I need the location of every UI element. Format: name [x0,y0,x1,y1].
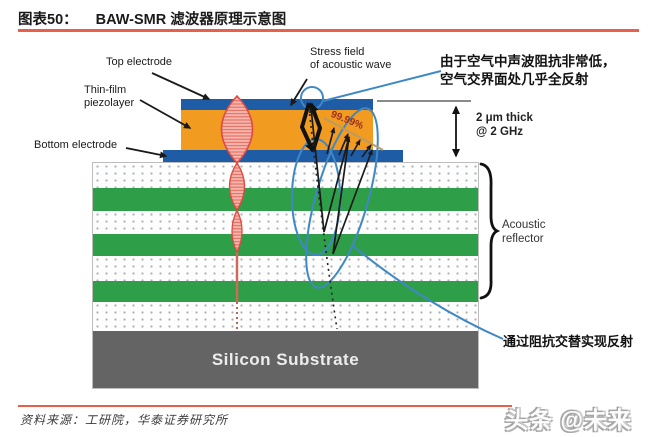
figure-number: 图表50： [18,12,78,28]
source-rule [18,405,512,407]
thickness-label-line2: @ 2 GHz [476,126,523,138]
acoustic-reflector-label-line1: Acoustic [502,219,546,231]
acoustic-reflector-label-line2: reflector [502,233,544,245]
figure-header: 图表50： BAW-SMR 滤波器原理示意图 [18,8,286,29]
air-note-callout-line [322,70,442,102]
reflector-high-impedance-layer [93,234,478,256]
source-text: 资料来源：工研院，华泰证券研究所 [20,413,229,427]
thickness-dimension [377,100,471,158]
reflector-high-impedance-layer [93,188,478,211]
piezolayer-label-line1: Thin-film [84,84,127,96]
air-reflection-note-line2: 空气交界面处几乎全反射 [440,71,589,87]
reflector-high-impedance-layer [93,281,478,302]
reflector-low-impedance-layer [93,256,478,281]
stress-field-label-line1: Stress field [310,46,365,58]
reflector-brace [479,162,501,300]
substrate-label: Silicon Substrate [211,349,360,369]
air-reflection-note: 由于空气中声波阻抗非常低， 空气交界面处几乎全反射 [440,53,616,88]
page-title: BAW-SMR 滤波器原理示意图 [95,12,287,28]
acoustic-reflector-label: Acoustic reflector [502,218,545,246]
reflector-low-impedance-layer [93,302,478,331]
acoustic-reflector-stack: Silicon Substrate [92,162,479,389]
top-electrode-arrow [151,72,211,100]
piezolayer-label: Thin-film piezolayer [84,84,134,110]
bottom-electrode-layer [163,150,403,162]
piezolayer-label-line2: piezolayer [84,97,135,109]
bottom-electrode-arrow [125,147,168,159]
thickness-label-line1: 2 μm thick [476,112,533,124]
top-electrode-label: Top electrode [106,56,173,68]
air-reflection-note-line1: 由于空气中声波阻抗非常低， [440,54,616,69]
reflector-low-impedance-layer [93,163,478,188]
watermark: 头条 @未来智库 [505,407,632,433]
impedance-alternation-note: 通过阻抗交替实现反射 [503,334,634,349]
bottom-electrode-label: Bottom electrode [34,139,118,151]
top-electrode-layer [181,99,373,110]
stress-field-label-line2: of acoustic wave [310,59,392,71]
thickness-label: 2 μm thick @ 2 GHz [476,111,533,139]
stress-field-label: Stress field of acoustic wave [310,46,391,72]
reflector-low-impedance-layer [93,211,478,234]
title-rule [18,29,639,32]
silicon-substrate: Silicon Substrate [93,331,478,388]
